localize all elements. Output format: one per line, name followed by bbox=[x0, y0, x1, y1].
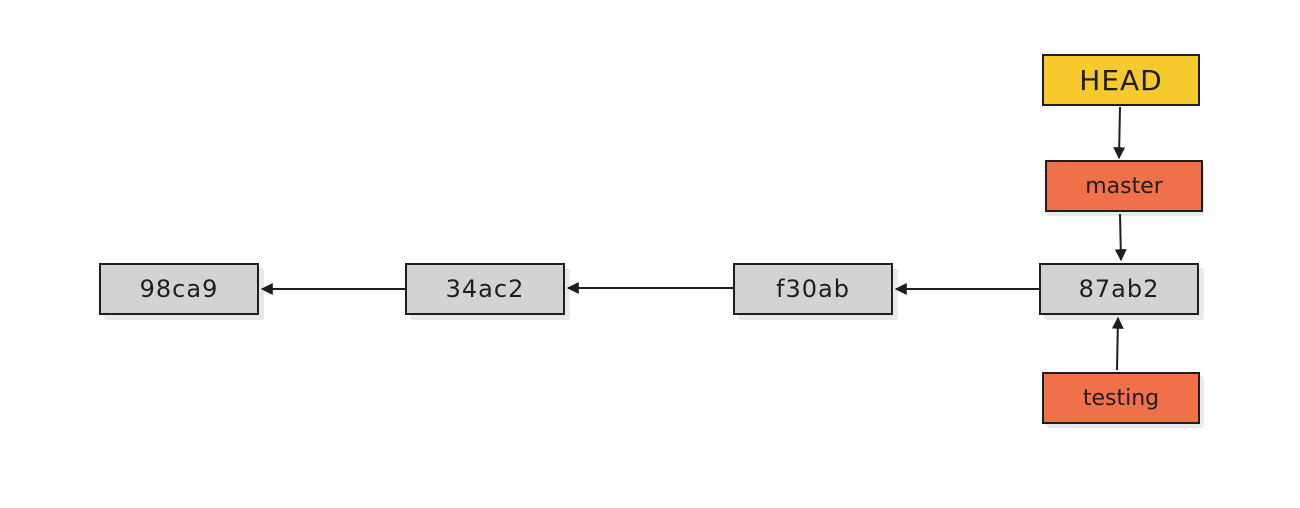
commit-box: 98ca9 bbox=[99, 263, 259, 315]
head-label: HEAD bbox=[1079, 63, 1163, 97]
branch-label: testing bbox=[1082, 385, 1160, 411]
commit-id: f30ab bbox=[776, 275, 850, 303]
commit-box: 87ab2 bbox=[1039, 263, 1199, 315]
commit-box: 34ac2 bbox=[405, 263, 565, 315]
arrow-head-to-master bbox=[1113, 106, 1126, 160]
branch-testing: testing bbox=[1042, 372, 1200, 424]
arrow-master-to-87ab2 bbox=[1114, 213, 1127, 262]
commit-box: f30ab bbox=[733, 263, 893, 315]
head-pointer: HEAD bbox=[1042, 54, 1200, 106]
branch-label: master bbox=[1085, 173, 1163, 199]
commit-id: 34ac2 bbox=[445, 275, 525, 303]
commit-id: 98ca9 bbox=[139, 275, 219, 303]
branch-master: master bbox=[1045, 160, 1203, 212]
arrow-testing-to-87ab2 bbox=[1111, 316, 1124, 371]
commit-id: 87ab2 bbox=[1078, 275, 1160, 303]
